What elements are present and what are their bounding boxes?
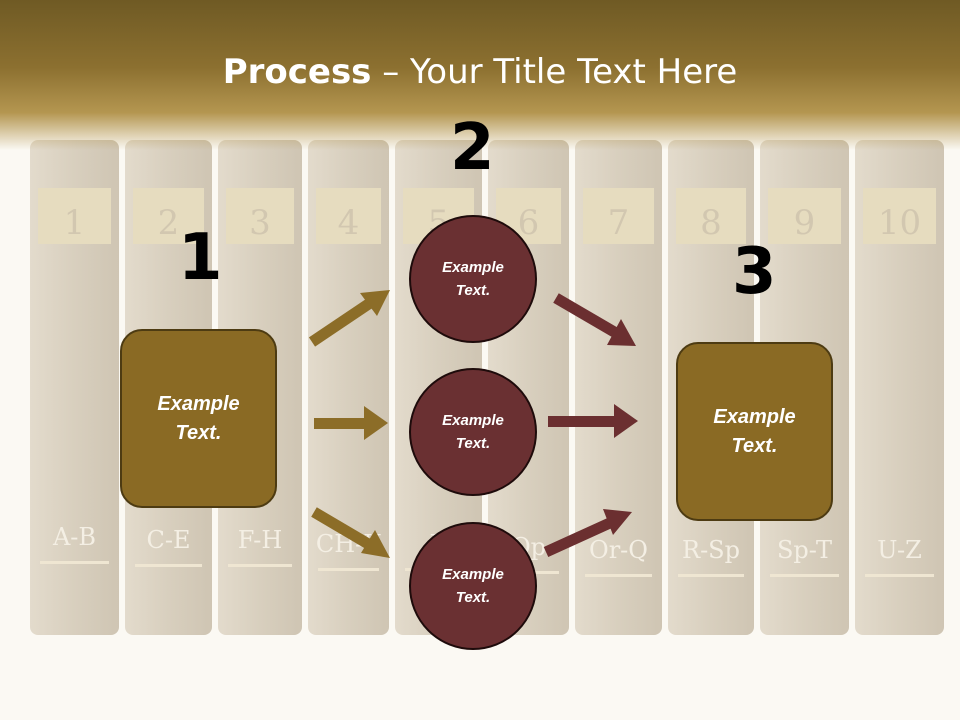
spine-label-plate bbox=[133, 188, 204, 244]
spine-label-plate bbox=[583, 188, 654, 244]
arrow-bottom-to-3 bbox=[543, 509, 632, 558]
slide-title: Process – Your Title Text Here bbox=[0, 52, 960, 92]
spine-label-plate bbox=[676, 188, 746, 244]
spine-band bbox=[318, 568, 379, 571]
spine-band bbox=[228, 564, 292, 567]
book-spine bbox=[575, 140, 662, 635]
arrow-middle-to-3 bbox=[548, 404, 638, 438]
spine-number: 3 bbox=[249, 203, 271, 243]
step-2-text-middle: Example Text. bbox=[442, 412, 504, 452]
spine-letters: Or-Q bbox=[589, 536, 648, 564]
step-2-text-bottom: Example Text. bbox=[442, 566, 504, 606]
step-1-text: Example Text. bbox=[157, 392, 240, 444]
spine-number: 2 bbox=[158, 203, 180, 243]
arrow-1-to-bottom bbox=[311, 507, 390, 558]
spine-letters: A-B bbox=[52, 523, 96, 551]
step-2-text-top: Example Text. bbox=[442, 259, 504, 299]
spine-number: 10 bbox=[878, 203, 921, 243]
spine-letters: Sp-T bbox=[777, 536, 832, 564]
arrow-top-to-3 bbox=[553, 293, 636, 346]
book-spine bbox=[30, 140, 119, 635]
step-3-text: Example Text. bbox=[713, 405, 796, 457]
spine-band bbox=[865, 574, 934, 577]
spine-label-plate bbox=[38, 188, 111, 244]
step-2-circle-bottom: Example Text. bbox=[409, 522, 537, 650]
spine-number: 4 bbox=[338, 203, 360, 243]
spine-band bbox=[40, 561, 109, 564]
title-rest: – Your Title Text Here bbox=[371, 52, 738, 92]
spine-letters: U-Z bbox=[877, 536, 922, 564]
step-3-box: Example Text. bbox=[676, 342, 833, 521]
spine-label-plate bbox=[768, 188, 841, 244]
book-spine bbox=[308, 140, 389, 635]
spine-band bbox=[770, 574, 839, 577]
step-1-number: 1 bbox=[178, 221, 223, 295]
step-2-circle-top: Example Text. bbox=[409, 215, 537, 343]
spine-label-plate bbox=[316, 188, 381, 244]
spine-band bbox=[585, 574, 652, 577]
step-2-number: 2 bbox=[450, 111, 495, 185]
spine-band bbox=[135, 564, 202, 567]
spine-letters: R-Sp bbox=[682, 536, 740, 564]
spine-label-plate bbox=[863, 188, 936, 244]
spine-letters: F-H bbox=[238, 526, 283, 554]
spine-letters: C-E bbox=[147, 526, 191, 554]
spine-number: 1 bbox=[64, 203, 86, 243]
step-2-circle-middle: Example Text. bbox=[409, 368, 537, 496]
step-3-number: 3 bbox=[732, 235, 777, 309]
arrow-1-to-top bbox=[308, 290, 390, 347]
spine-label-plate bbox=[226, 188, 294, 244]
spine-number: 9 bbox=[794, 203, 816, 243]
arrow-1-to-middle bbox=[314, 406, 388, 440]
spine-number: 8 bbox=[700, 203, 722, 243]
spine-band bbox=[678, 574, 744, 577]
book-spine bbox=[855, 140, 944, 635]
spine-number: 6 bbox=[518, 203, 540, 243]
spine-number: 7 bbox=[608, 203, 630, 243]
step-1-box: Example Text. bbox=[120, 329, 277, 508]
title-bold: Process bbox=[222, 52, 372, 92]
title-bar bbox=[0, 0, 960, 150]
